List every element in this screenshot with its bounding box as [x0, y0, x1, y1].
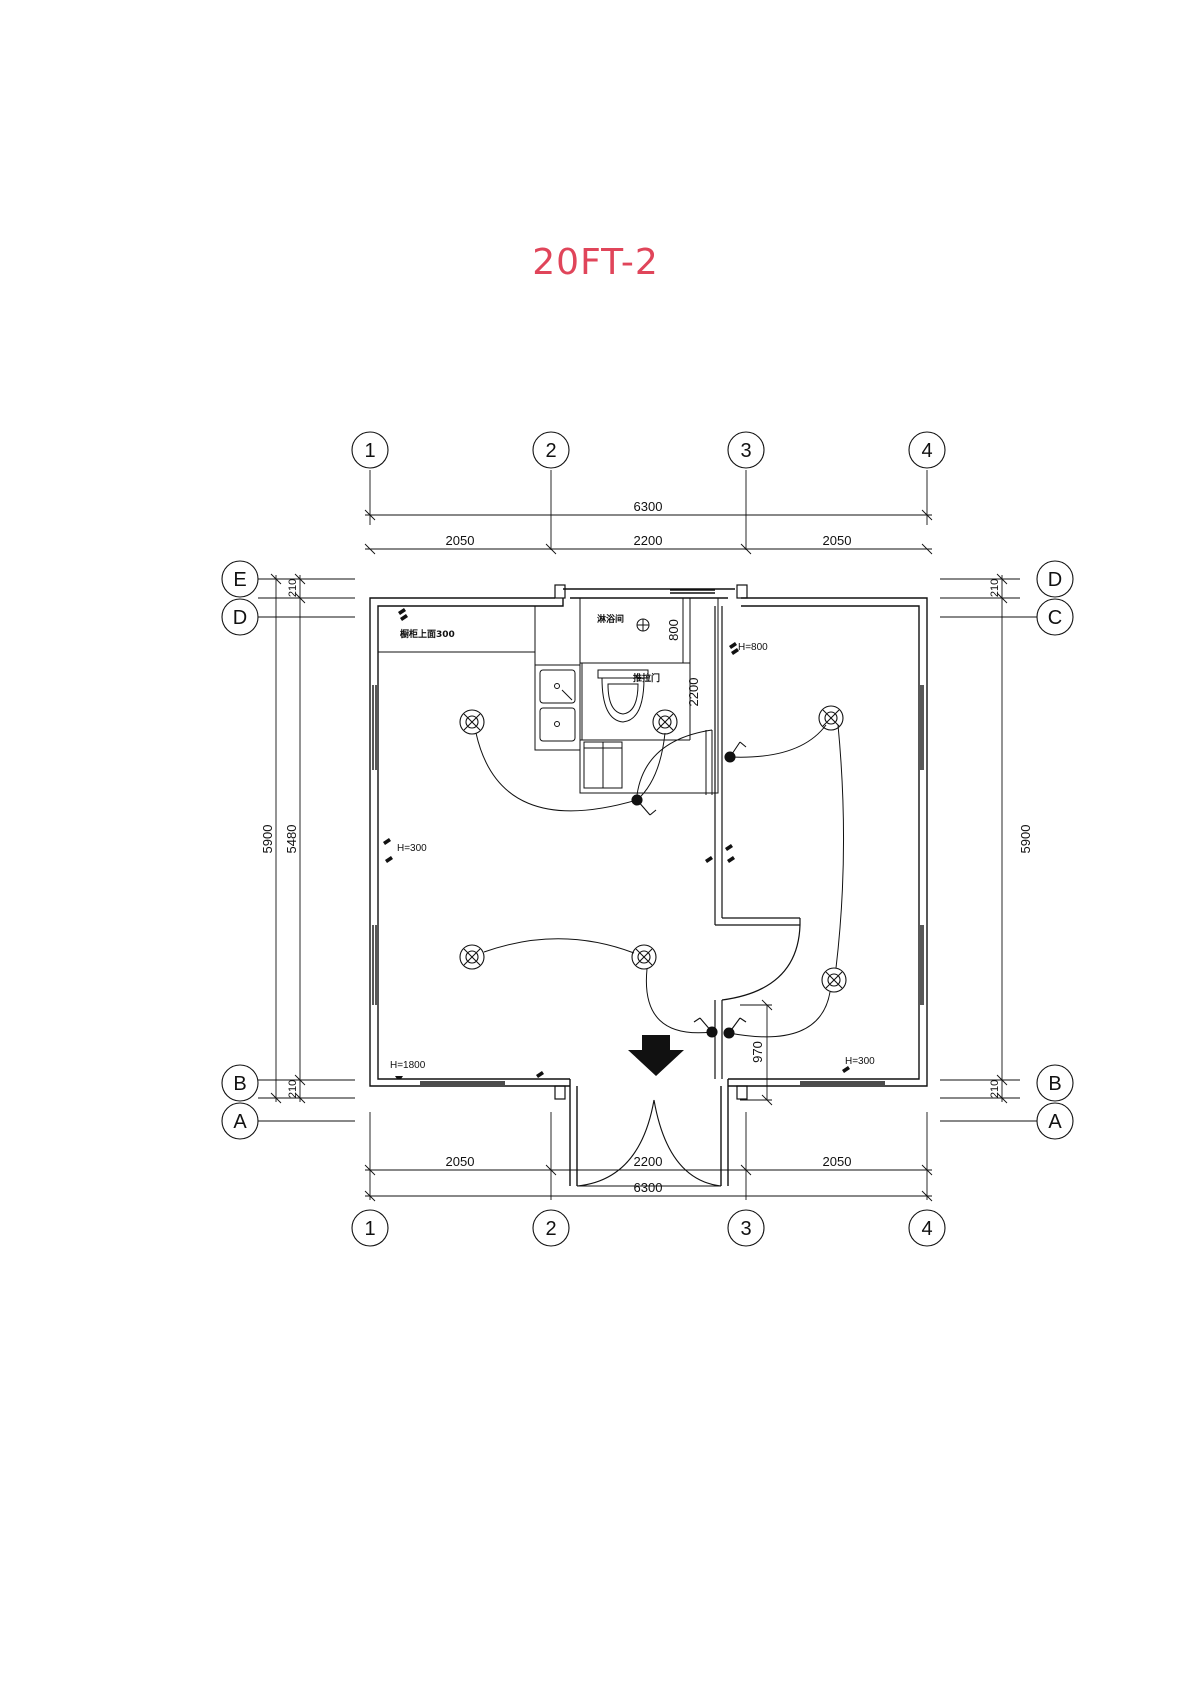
axis-row-right-3: B [1048, 1073, 1061, 1095]
kitchen-counter [378, 606, 581, 751]
dim-right-outer: 5900 [1018, 825, 1033, 854]
dim-bottom-total: 6300 [634, 1180, 663, 1195]
switch-icon [693, 1017, 718, 1038]
column-posts [554, 584, 748, 1100]
dim-top-total: 6300 [634, 499, 663, 514]
note-h800: H=800 [738, 642, 768, 653]
axis-row-right-4: A [1048, 1111, 1062, 1133]
light-icon [821, 967, 847, 993]
counter-label: 橱柜上面300 [400, 628, 455, 640]
ceiling-lights [459, 705, 847, 993]
socket-icon [705, 844, 735, 863]
bottom-dimensions [364, 1164, 933, 1202]
axis-row-left-4: A [233, 1111, 247, 1133]
shower-room-label: 淋浴间 [597, 613, 624, 625]
grid-lines [369, 470, 928, 1200]
axis-row-left-2: D [233, 607, 247, 629]
dim-top-seg-2: 2200 [634, 533, 663, 548]
axis-col-4-bottom: 4 [921, 1218, 932, 1240]
wiring [475, 724, 845, 1038]
dim-shower-depth: 800 [666, 619, 681, 641]
entrance-door [576, 1099, 722, 1187]
dim-left-inner: 5480 [284, 825, 299, 854]
switch-icon [631, 794, 657, 816]
socket-icon [395, 1076, 403, 1079]
top-dimensions [364, 509, 933, 555]
light-icon [631, 944, 657, 970]
dim-bottom-seg-2: 2200 [634, 1154, 663, 1169]
note-h1800: H=1800 [390, 1060, 426, 1071]
axis-row-right-2: C [1048, 607, 1062, 629]
dim-left-bottom-small: 210 [287, 1080, 299, 1098]
socket-icon [729, 642, 739, 655]
axis-col-4-top: 4 [921, 440, 932, 462]
axis-row-left-3: B [233, 1073, 246, 1095]
sliding-door-label: 推拉门 [633, 672, 660, 684]
axis-col-3-top: 3 [740, 440, 751, 462]
switch-icon [724, 741, 747, 763]
socket-icon [536, 1071, 544, 1078]
dim-bottom-seg-1: 2050 [446, 1154, 475, 1169]
axis-col-2-top: 2 [545, 440, 556, 462]
axis-col-2-bottom: 2 [545, 1218, 556, 1240]
light-icon [459, 944, 485, 970]
axis-col-3-bottom: 3 [740, 1218, 751, 1240]
entrance-arrow-icon [628, 1035, 684, 1076]
dim-toilet-depth: 2200 [686, 678, 701, 707]
drawing-title: 20FT-2 [532, 242, 659, 283]
dim-left-outer: 5900 [260, 825, 275, 854]
socket-icon [383, 838, 393, 863]
dim-right-bottom-small: 210 [989, 1080, 1001, 1098]
interior-partition [714, 606, 801, 1079]
sockets [383, 608, 850, 1079]
dim-right-top-small: 210 [989, 579, 1001, 597]
dim-bottom-seg-3: 2050 [823, 1154, 852, 1169]
note-h300-right: H=300 [845, 1056, 875, 1067]
axis-bubbles [221, 431, 1074, 1247]
axis-row-right-1: D [1048, 569, 1062, 591]
dim-left-top-small: 210 [287, 579, 299, 597]
note-h300-left: H=300 [397, 843, 427, 854]
socket-icon [398, 608, 408, 621]
bathroom [579, 597, 719, 796]
dim-top-seg-3: 2050 [823, 533, 852, 548]
socket-icon [842, 1066, 850, 1073]
left-dimensions [258, 573, 355, 1104]
light-icon [652, 709, 678, 735]
switches [631, 741, 747, 1039]
light-icon [818, 705, 844, 731]
door-dimension [740, 999, 773, 1106]
axis-row-left-1: E [233, 569, 246, 591]
switch-icon [723, 1017, 747, 1039]
axis-col-1-bottom: 1 [364, 1218, 375, 1240]
windows [372, 589, 924, 1085]
axis-col-1-top: 1 [364, 440, 375, 462]
dim-door-width: 970 [750, 1041, 765, 1063]
light-icon [459, 709, 485, 735]
right-dimensions [940, 573, 1020, 1104]
dim-top-seg-1: 2050 [446, 533, 475, 548]
